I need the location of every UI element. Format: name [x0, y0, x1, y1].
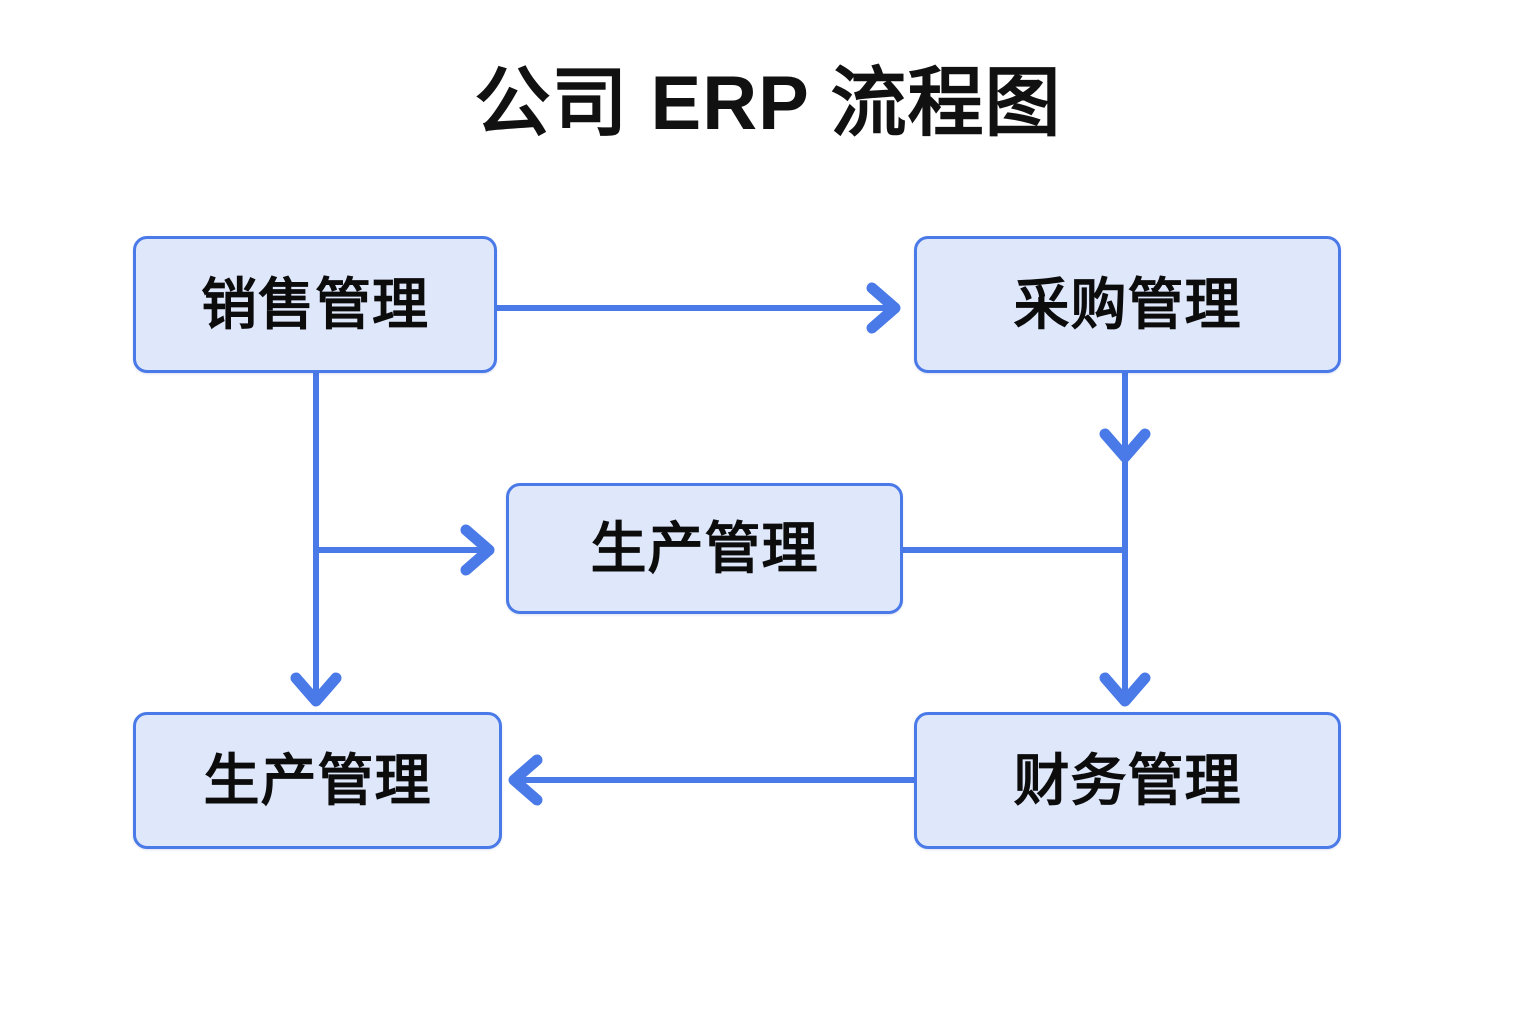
edge-finance-to-production-bottom [508, 754, 917, 806]
node-finance-management[interactable]: 财务管理 [914, 712, 1341, 849]
edge-sales-to-purchasing [494, 282, 901, 334]
node-production-management-center[interactable]: 生产管理 [506, 483, 903, 614]
edge-sales-to-production-mid [313, 524, 495, 576]
edge-purchasing-to-finance [1099, 370, 1151, 707]
node-label: 财务管理 [1013, 748, 1242, 812]
node-label: 销售管理 [201, 272, 429, 336]
node-sales-management[interactable]: 销售管理 [133, 236, 497, 373]
node-label: 生产管理 [203, 748, 432, 812]
edge-sales-down-trunk [290, 370, 342, 707]
node-production-management-bottom[interactable]: 生产管理 [133, 712, 502, 849]
node-label: 采购管理 [1013, 272, 1242, 336]
node-label: 生产管理 [590, 516, 819, 580]
page-title: 公司 ERP 流程图 [474, 61, 1062, 146]
node-purchasing-management[interactable]: 采购管理 [914, 236, 1341, 373]
